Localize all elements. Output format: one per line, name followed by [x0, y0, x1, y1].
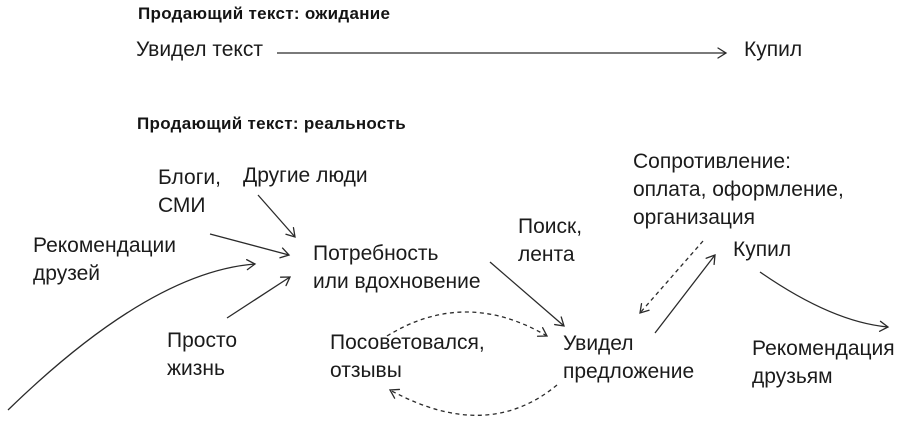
reality-title: Продающий текст: реальность: [137, 114, 407, 133]
edge-bought-to-recommendation: [759, 271, 890, 332]
node-bought-reality: Купил: [733, 238, 792, 261]
node-bought-expectation: Купил: [744, 38, 803, 61]
node-other-people: Другие люди: [243, 164, 368, 187]
node-saw-text: Увидел текст: [136, 38, 263, 61]
edge-need-to-saw-offer: [489, 261, 565, 327]
edge-saw-offer-to-bought: [654, 254, 716, 334]
node-just-life: Просто жизнь: [167, 329, 238, 380]
node-resistance: Сопротивление: оплата, оформление, орган…: [633, 150, 844, 229]
node-consulted-reviews: Посоветовался, отзывы: [330, 331, 485, 382]
edge-other-people-to-need: [257, 194, 296, 238]
edge-friends-recommendations-to-need: [7, 258, 257, 411]
node-search-feed: Поиск, лента: [518, 215, 583, 266]
edge-blogs-media-to-need: [209, 233, 291, 259]
node-friends-recommendations: Рекомендации друзей: [33, 234, 177, 285]
edge-saw-offer-to-consulted: [388, 384, 558, 416]
node-blogs-media: Блоги, СМИ: [158, 166, 221, 217]
node-recommendation-to-friends: Рекомендация друзьям: [752, 337, 895, 388]
edge-just-life-to-need: [226, 276, 292, 319]
edge-consulted-to-saw-offer: [386, 311, 549, 337]
expectation-title: Продающий текст: ожидание: [138, 4, 391, 23]
node-saw-offer: Увидел предложение: [563, 332, 695, 383]
edge-resistance-to-saw-offer: [639, 240, 704, 314]
node-need-inspiration: Потребность или вдохновение: [313, 242, 481, 293]
